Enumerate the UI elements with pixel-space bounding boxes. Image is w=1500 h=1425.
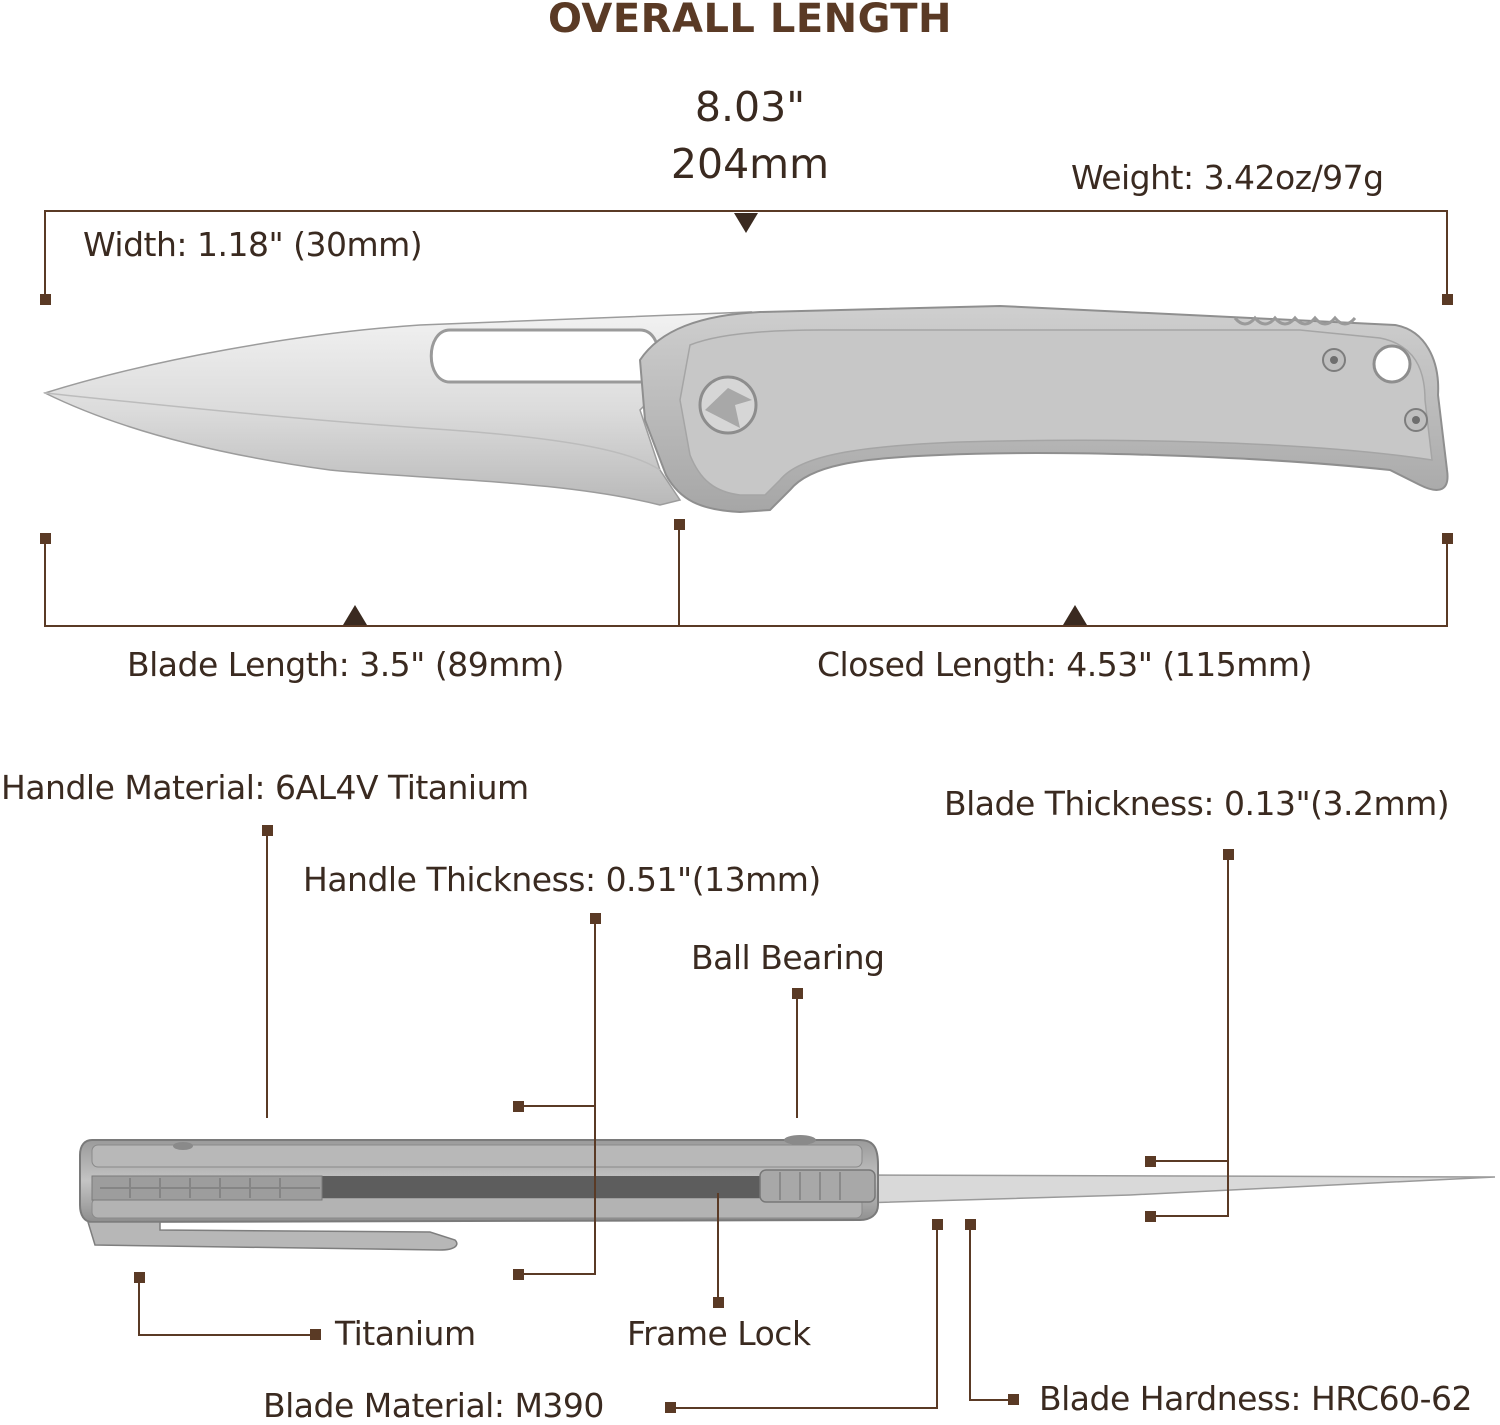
dim-arrow-marker xyxy=(734,213,758,233)
callout-markers xyxy=(134,825,1234,1413)
handle-material-label: Handle Material: 6AL4V Titanium xyxy=(1,768,529,807)
blade-length-label: Blade Length: 3.5" (89mm) xyxy=(127,645,564,684)
closed-length-label: Closed Length: 4.53" (115mm) xyxy=(817,645,1312,684)
ball-bearing-label: Ball Bearing xyxy=(691,938,885,977)
callout-leaders xyxy=(138,832,1229,1409)
dim-arrow-marker xyxy=(343,605,367,625)
dim-arrow-marker xyxy=(1063,605,1087,625)
dim-endpoint-marker xyxy=(674,519,685,530)
blade-material-label: Blade Material: M390 xyxy=(263,1386,604,1425)
overall-length-inches: 8.03" xyxy=(694,83,806,131)
blade-hardness-label: Blade Hardness: HRC60-62 xyxy=(1039,1379,1472,1418)
titanium-label: Titanium xyxy=(335,1314,476,1353)
blade-closed-dimension xyxy=(44,525,1448,627)
page-title: OVERALL LENGTH xyxy=(547,0,953,42)
frame-lock-label: Frame Lock xyxy=(627,1314,811,1353)
knife-top-view-illustration xyxy=(79,1135,1496,1251)
dim-endpoint-marker xyxy=(40,533,51,544)
overall-length-dimension xyxy=(44,210,1448,300)
dim-endpoint-marker xyxy=(1442,294,1453,305)
width-label: Width: 1.18" (30mm) xyxy=(83,225,423,264)
blade-thickness-label: Blade Thickness: 0.13"(3.2mm) xyxy=(944,784,1450,823)
dim-endpoint-marker xyxy=(40,294,51,305)
knife-open-illustration xyxy=(42,304,1449,514)
handle-thickness-label: Handle Thickness: 0.51"(13mm) xyxy=(303,860,821,899)
overall-length-mm: 204mm xyxy=(670,140,830,188)
dim-endpoint-marker xyxy=(1442,533,1453,544)
weight-label: Weight: 3.42oz/97g xyxy=(1071,158,1384,197)
